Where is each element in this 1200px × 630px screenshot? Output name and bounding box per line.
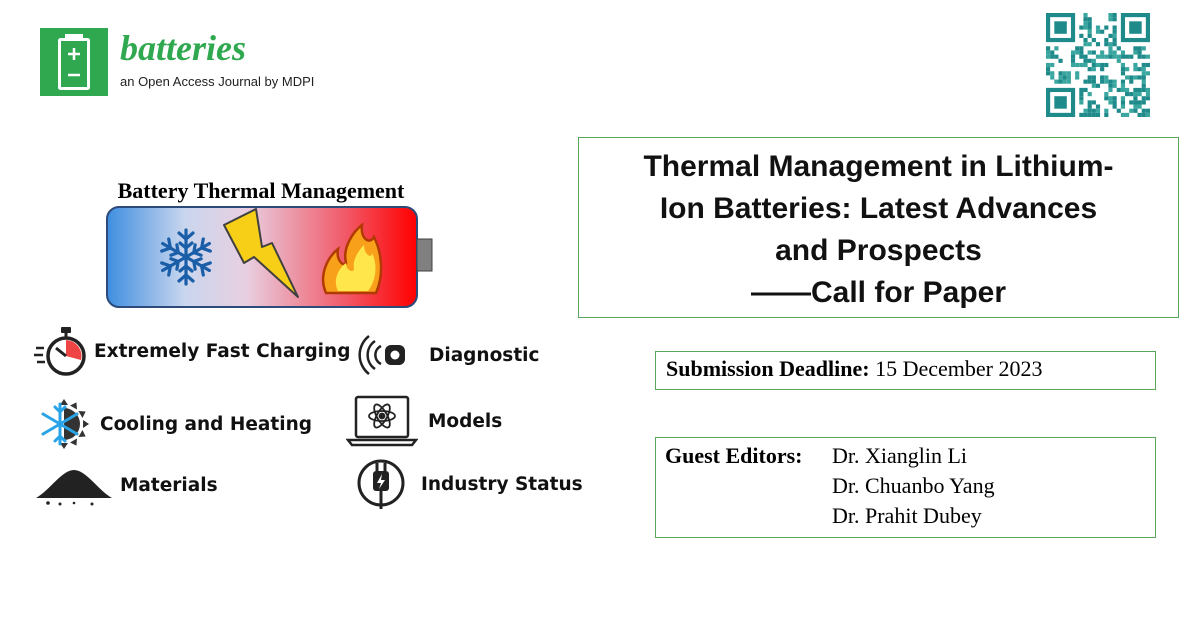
power-plug-icon bbox=[357, 459, 405, 509]
topic-label: Extremely Fast Charging bbox=[94, 340, 351, 362]
topic-materials: Materials bbox=[34, 462, 218, 508]
guest-editors-box: Guest Editors: Dr. Xianglin Li Dr. Chuan… bbox=[655, 437, 1156, 538]
topic-label: Industry Status bbox=[421, 473, 583, 495]
topic-label: Cooling and Heating bbox=[100, 413, 312, 435]
journal-logo bbox=[40, 28, 108, 96]
special-issue-title-box: Thermal Management in Lithium- Ion Batte… bbox=[578, 137, 1179, 318]
topic-extremely-fast-charging: Extremely Fast Charging bbox=[34, 326, 350, 376]
deadline-value: 15 December 2023 bbox=[875, 356, 1043, 381]
guest-editors-label: Guest Editors: bbox=[665, 443, 803, 468]
stopwatch-icon bbox=[34, 327, 86, 376]
call-for-paper-line: ——Call for Paper bbox=[750, 276, 1007, 309]
qr-code-icon[interactable] bbox=[1046, 13, 1150, 117]
battery-thermal-graphic bbox=[106, 206, 433, 308]
journal-name: batteries bbox=[120, 28, 246, 68]
topic-label: Materials bbox=[120, 474, 218, 496]
guest-editor-name: Dr. Xianglin Li bbox=[832, 443, 968, 468]
deadline-label: Submission Deadline: bbox=[666, 356, 870, 381]
snowflake-icon bbox=[157, 228, 215, 286]
lightning-bolt-icon bbox=[223, 208, 299, 298]
title-line: Thermal Management in Lithium- bbox=[643, 150, 1114, 183]
snow-sun-icon bbox=[41, 399, 89, 449]
topic-industry-status: Industry Status bbox=[355, 455, 583, 513]
submission-deadline-box: Submission Deadline: 15 December 2023 bbox=[655, 351, 1156, 390]
title-line: Ion Batteries: Latest Advances bbox=[659, 192, 1098, 225]
guest-editor-name: Dr. Prahit Dubey bbox=[832, 503, 982, 528]
laptop-atom-icon bbox=[346, 395, 418, 447]
topic-label: Models bbox=[428, 410, 503, 432]
powder-pile-icon bbox=[36, 470, 112, 506]
title-line: and Prospects bbox=[775, 234, 982, 267]
flame-icon bbox=[321, 222, 383, 295]
topic-models: Models bbox=[346, 394, 502, 448]
special-issue-title: Thermal Management in Lithium- Ion Batte… bbox=[579, 146, 1178, 314]
topic-diagnostic: Diagnostic bbox=[355, 332, 539, 378]
signal-waves-icon bbox=[358, 335, 405, 375]
journal-tagline: an Open Access Journal by MDPI bbox=[120, 74, 315, 89]
topic-label: Diagnostic bbox=[429, 344, 540, 366]
section-heading: Battery Thermal Management bbox=[117, 178, 405, 203]
battery-plus-minus-icon bbox=[58, 34, 90, 90]
guest-editor-name: Dr. Chuanbo Yang bbox=[832, 473, 995, 498]
topic-cooling-and-heating: Cooling and Heating bbox=[38, 398, 312, 450]
